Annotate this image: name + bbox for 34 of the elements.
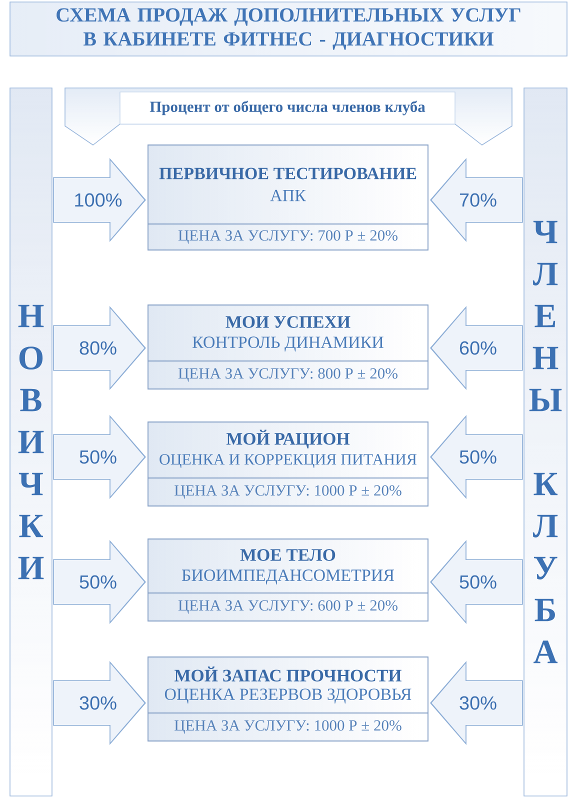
service-name: МОЕ ТЕЛО	[240, 549, 336, 561]
percent-label: 30%	[80, 696, 116, 710]
service-card	[148, 422, 428, 506]
service-description: ОЦЕНКА РЕЗЕРВОВ ЗДОРОВЬЯ	[164, 688, 412, 704]
price-text: ЦЕНА ЗА УСЛУГУ: 1000 Р ± 20%	[174, 720, 402, 734]
side-band: НОВИЧКИ	[10, 88, 52, 796]
percent-label: 50%	[80, 575, 116, 589]
service-card	[148, 144, 428, 250]
percent-label: 70%	[460, 193, 496, 207]
percent-label: 60%	[460, 341, 496, 355]
service-card	[148, 656, 428, 742]
percent-label: 50%	[460, 575, 496, 589]
service-name: МОЙ ЗАПАС ПРОЧНОСТИ	[174, 666, 402, 682]
side-band: ЧЛЕНЫ КЛУБА	[524, 88, 568, 796]
percent-label: 30%	[460, 696, 496, 710]
percent-label: 50%	[460, 450, 496, 464]
title-banner: СХЕМА ПРОДАЖ ДОПОЛНИТЕЛЬНЫХ УСЛУГ В КАБИНЕТЕ ФИТНЕС - ДИАГНОСТИКИ	[10, 2, 568, 56]
price-text: ЦЕНА ЗА УСЛУГУ: 700 Р ± 20%	[178, 230, 398, 244]
price-text: ЦЕНА ЗА УСЛУГУ: 800 Р ± 20%	[178, 368, 398, 382]
price-text: ЦЕНА ЗА УСЛУГУ: 600 Р ± 20%	[178, 600, 398, 614]
service-description: АПК	[270, 190, 306, 202]
service-description: ОЦЕНКА И КОРРЕКЦИЯ ПИТАНИЯ	[160, 454, 417, 468]
service-description: КОНТРОЛЬ ДИНАМИКИ	[192, 336, 384, 352]
price-text: ЦЕНА ЗА УСЛУГУ: 1000 Р ± 20%	[174, 485, 402, 499]
service-name: ПЕРВИЧНОЕ ТЕСТИРОВАНИЕ	[159, 168, 416, 180]
service-name: МОЙ РАЦИОН	[226, 430, 350, 448]
ribbon-banner: Процент от общего числа членов клуба	[64, 88, 512, 146]
percent-label: 100%	[75, 193, 122, 207]
service-description: БИОИМПЕДАНСОМЕТРИЯ	[182, 570, 394, 584]
percent-label: 80%	[80, 341, 116, 355]
service-card	[148, 304, 428, 390]
percent-label: 50%	[80, 450, 116, 464]
service-name: МОИ УСПЕХИ	[226, 316, 350, 328]
service-card	[148, 538, 428, 622]
